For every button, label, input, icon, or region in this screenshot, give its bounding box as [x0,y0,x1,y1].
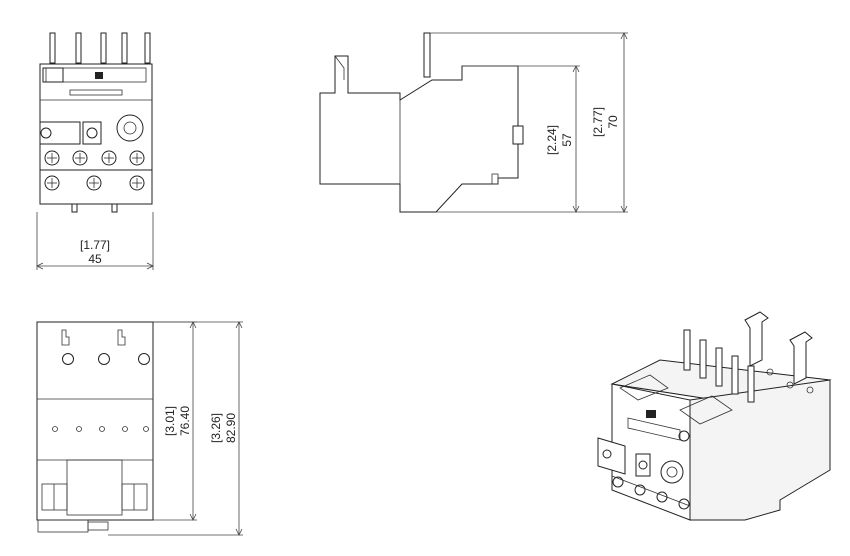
isometric-view [597,311,832,521]
front-width-inch: [1.77] [80,238,110,252]
iso-pins [683,311,814,403]
front-view: [1.77] 45 [36,32,154,270]
side-height-57-inch: [2.24] [545,125,559,155]
side-height-57-mm: 57 [560,133,574,147]
side-height-70-inch: [2.77] [591,107,605,137]
front-screw-row-1 [44,150,145,166]
front-width-mm: 45 [88,252,102,266]
side-view: [2.24] 57 [2.77] 70 [319,32,628,213]
bottom-height-82-inch: [3.26] [209,413,223,443]
bottom-view: [3.01] 76.40 [3.26] 82.90 [36,321,243,536]
front-screw-row-2 [44,175,145,191]
bottom-height-76-inch: [3.01] [163,406,177,436]
side-height-70-mm: 70 [606,115,620,129]
bottom-height-82-mm: 82.90 [224,413,238,443]
bottom-height-76-mm: 76.40 [178,406,192,436]
front-top-pins [49,32,151,64]
